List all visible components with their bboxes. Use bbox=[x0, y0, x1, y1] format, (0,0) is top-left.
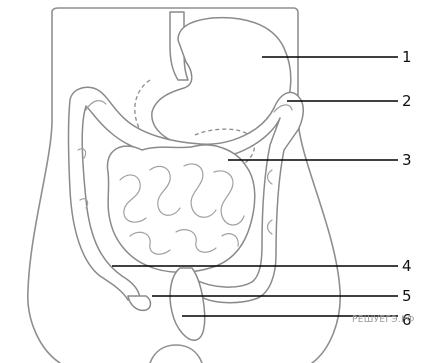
small-intestine bbox=[107, 145, 254, 272]
appendix bbox=[128, 296, 151, 310]
label-2: 2 bbox=[402, 92, 412, 110]
pelvis-outline bbox=[150, 345, 202, 363]
label-4: 4 bbox=[402, 257, 412, 275]
label-1: 1 bbox=[402, 48, 412, 66]
watermark: РЕШУЕГЭ.РФ bbox=[352, 315, 415, 325]
label-3: 3 bbox=[402, 151, 412, 169]
label-5: 5 bbox=[402, 287, 412, 305]
rectum bbox=[170, 268, 205, 340]
